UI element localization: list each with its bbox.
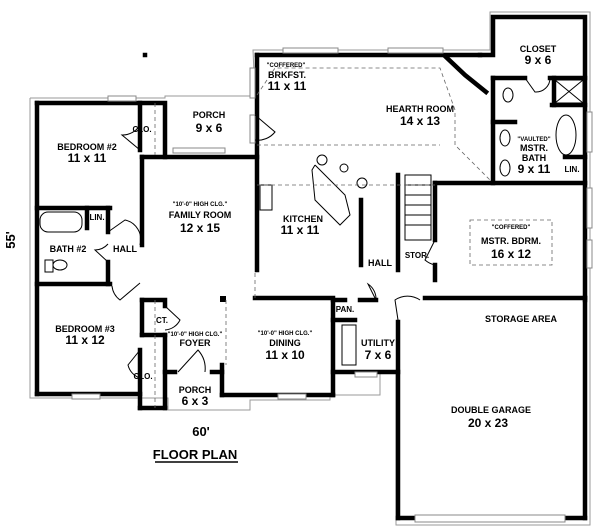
- lin-master-label: LIN.: [564, 165, 579, 174]
- family-note: "10'-0" HIGH CLG.": [173, 202, 228, 208]
- fixtures: [39, 67, 584, 408]
- porch-front-size: 6 x 3: [182, 394, 209, 408]
- mstr-bath-note: "VAULTED": [517, 137, 550, 143]
- hearth-name: HEARTH ROOM: [386, 104, 454, 114]
- walls: [34, 14, 588, 521]
- porch-front-name: PORCH: [179, 385, 212, 395]
- garage-size: 20 x 23: [468, 416, 508, 430]
- doors: [93, 77, 551, 379]
- width-dimension: 60': [192, 424, 210, 439]
- mstr-bath-name: MSTR.: [520, 143, 548, 153]
- dining-note: "10'-0" HIGH CLG.": [258, 331, 313, 337]
- foyer-note: "10'-0" HIGH CLG.": [168, 332, 223, 338]
- clo-bed2-label: CLO.: [132, 125, 151, 134]
- pan-label: PAN.: [336, 305, 355, 314]
- family-size: 12 x 15: [180, 221, 220, 235]
- brkfst-note: "COFFERED": [267, 63, 306, 69]
- utility-name: UTILITY: [361, 338, 395, 348]
- bath2-name: BATH #2: [50, 244, 87, 254]
- room-labels: BEDROOM #2 11 x 11 CLO. PORCH 9 x 6 "COF…: [50, 44, 580, 430]
- mstr-bdrm-name: MSTR. BDRM.: [481, 236, 541, 246]
- closet-size: 9 x 6: [525, 53, 552, 67]
- clo-bed3-label: CLO.: [133, 372, 152, 381]
- windows: [71, 47, 593, 523]
- family-name: FAMILY ROOM: [169, 210, 232, 220]
- utility-size: 7 x 6: [365, 348, 392, 362]
- plan-annotations: 60' FLOOR PLAN 55': [3, 231, 238, 463]
- brkfst-name: BRKFST.: [268, 70, 306, 80]
- hall-left-label: HALL: [113, 244, 137, 254]
- ct-label: CT.: [156, 316, 168, 325]
- porch-rear-name: PORCH: [193, 110, 226, 120]
- porch-rear-size: 9 x 6: [196, 121, 223, 135]
- mstr-bath-name2: BATH: [522, 153, 546, 163]
- bedroom3-name: BEDROOM #3: [55, 324, 115, 334]
- garage-name: DOUBLE GARAGE: [451, 405, 531, 415]
- lin-bath-label: LIN.: [89, 213, 104, 222]
- depth-dimension: 55': [3, 231, 18, 249]
- kitchen-size: 11 x 11: [281, 223, 320, 237]
- hearth-size: 14 x 13: [400, 114, 440, 128]
- dining-name: DINING: [269, 338, 301, 348]
- foyer-name: FOYER: [179, 338, 211, 348]
- bedroom2-name: BEDROOM #2: [57, 142, 117, 152]
- plan-title: FLOOR PLAN: [153, 447, 238, 462]
- kitchen-name: KITCHEN: [283, 214, 323, 224]
- brkfst-size: 11 x 11: [268, 79, 307, 93]
- mstr-bath-size: 9 x 11: [518, 162, 551, 176]
- bedroom3-size: 11 x 12: [65, 333, 105, 347]
- storage-label: STORAGE AREA: [485, 314, 558, 324]
- closet-name: CLOSET: [520, 44, 557, 54]
- mstr-bdrm-note: "COFFERED": [492, 225, 531, 231]
- stor-label: STOR.: [405, 251, 429, 260]
- bedroom2-size: 11 x 11: [68, 151, 107, 165]
- mstr-bdrm-size: 16 x 12: [491, 247, 531, 261]
- dining-size: 11 x 10: [265, 348, 305, 362]
- hall-right-label: HALL: [368, 258, 392, 268]
